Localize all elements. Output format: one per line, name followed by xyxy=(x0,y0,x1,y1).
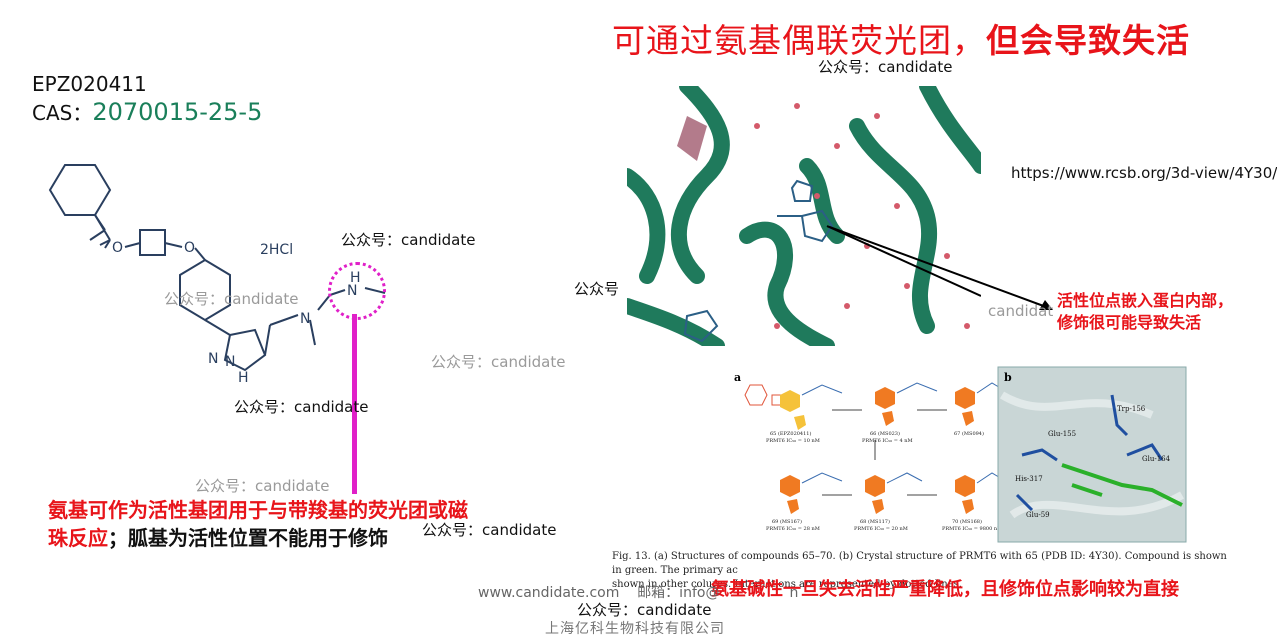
watermark-9: candidat xyxy=(988,302,1054,320)
active-site-note-line2: 修饰很可能导致失活 xyxy=(1057,313,1202,332)
figure-13-panel: a 65 (EPZ020411) PRMT6 IC₅₀ = 10 nM 66 (… xyxy=(732,365,1267,570)
compound-68-id: 68 (MS117) xyxy=(860,518,890,525)
pdb-url[interactable]: https://www.rcsb.org/3d-view/4Y30/1 xyxy=(1011,164,1277,182)
title-part1: 可通过氨基偶联荧光团， xyxy=(612,21,986,60)
cyclobutane-ring xyxy=(139,229,166,256)
figure-caption: Fig. 13. (a) Structures of compounds 65–… xyxy=(612,550,1237,592)
compound-69-ic50: PRMT6 IC₅₀ = 28 nM xyxy=(766,526,820,532)
title-part2: 但会导致失活 xyxy=(986,21,1190,60)
caption-line2: shown in other colures. Interactions are… xyxy=(612,579,962,590)
slide-title: 可通过氨基偶联荧光团，但会导致失活 xyxy=(612,14,1190,62)
compound-67-id: 67 (MS094) xyxy=(954,430,984,437)
chemical-structure: O O N N N N H H 2HCl xyxy=(48,164,386,386)
cas-label: CAS： xyxy=(32,101,93,125)
compound-66-id: 66 (MS023) xyxy=(870,430,900,437)
pointer-arrow xyxy=(827,226,1053,310)
amine-note: 氨基可作为活性基团用于与带羧基的荧光团或磁珠反应；胍基为活性位置不能用于修饰 xyxy=(48,496,468,552)
watermark-7: 公众号：candidate xyxy=(422,521,557,539)
oxane-ring xyxy=(48,164,112,216)
amine-note-red: 氨基可作为活性基团用于与带羧基的荧光团或磁珠反应 xyxy=(48,498,468,550)
compound-info: EPZ020411 CAS：2070015-25-5 xyxy=(32,70,262,127)
footer-site[interactable]: www.candidate.com xyxy=(478,585,620,601)
compound-66-ic50: PRMT6 IC₅₀ = 4 nM xyxy=(862,438,913,444)
compound-name: EPZ020411 xyxy=(32,72,147,96)
compound-65-ic50: PRMT6 IC₅₀ = 10 nM xyxy=(766,438,820,444)
watermark-4: 公众号：candidate xyxy=(431,353,566,371)
highlight-pointer-bar xyxy=(352,314,357,494)
nh-highlight-circle xyxy=(328,262,386,320)
footer-mail-label: 邮箱：info@ xyxy=(637,585,720,601)
compound-65-id: 65 (EPZ020411) xyxy=(770,430,811,437)
residue-his317: His-317 xyxy=(1015,475,1043,483)
panel-b-label: b xyxy=(1004,371,1012,384)
active-site-note: 活性位点嵌入蛋白内部， 修饰很可能导致失活 xyxy=(1057,290,1233,334)
compound-68-ic50: PRMT6 IC₅₀ = 20 nM xyxy=(854,526,908,532)
watermark-2: 公众号：candidate xyxy=(341,231,476,249)
amine-note-black: ；胍基为活性位置不能用于修饰 xyxy=(108,526,388,550)
svg-text:N: N xyxy=(208,351,218,367)
compound-70-ic50: PRMT6 IC₅₀ = 9800 nM xyxy=(942,526,1002,532)
watermark-8: 公众号 xyxy=(574,280,620,298)
watermark-3: 公众号：candidate xyxy=(164,290,299,308)
cas-line: CAS：2070015-25-5 xyxy=(32,98,262,127)
residue-glu164: Glu-164 xyxy=(1142,455,1171,463)
active-site-note-line1: 活性位点嵌入蛋白内部， xyxy=(1057,291,1234,310)
caption-line1: Fig. 13. (a) Structures of compounds 65–… xyxy=(612,551,1227,576)
watermark-10: 公众号：candidate xyxy=(577,601,712,619)
footer-company: 上海亿科生物科技有限公司 xyxy=(545,621,725,637)
protein-3d-view xyxy=(627,86,981,346)
watermark-5: 公众号：candidate xyxy=(234,398,369,416)
basicity-note: 氨基碱性一旦失去活性严重降低，且修饰位点影响较为直接 xyxy=(711,579,1179,600)
compound-70-id: 70 (MS168) xyxy=(952,518,982,525)
pyrazole-ring xyxy=(223,328,267,372)
residue-glu59: Glu-59 xyxy=(1026,511,1050,519)
cas-number: 2070015-25-5 xyxy=(92,98,263,126)
watermark-1: 公众号：candidate xyxy=(818,58,953,76)
residue-glu155: Glu-155 xyxy=(1048,430,1076,438)
amine-n: N xyxy=(300,311,310,327)
footer-contact: www.candidate.com 邮箱：info@ n xyxy=(478,582,798,602)
svg-text:N: N xyxy=(225,354,235,370)
panel-a-label: a xyxy=(734,371,741,384)
svg-text:O: O xyxy=(112,240,123,256)
svg-text:O: O xyxy=(184,240,195,256)
salt-label: 2HCl xyxy=(260,242,293,258)
footer-mail-tail: n xyxy=(789,585,799,601)
compound-69-id: 69 (MS167) xyxy=(772,518,802,525)
pyrazole-h: H xyxy=(238,370,249,386)
watermark-6: 公众号：candidate xyxy=(195,477,330,495)
residue-trp156: Trp-156 xyxy=(1117,405,1146,413)
